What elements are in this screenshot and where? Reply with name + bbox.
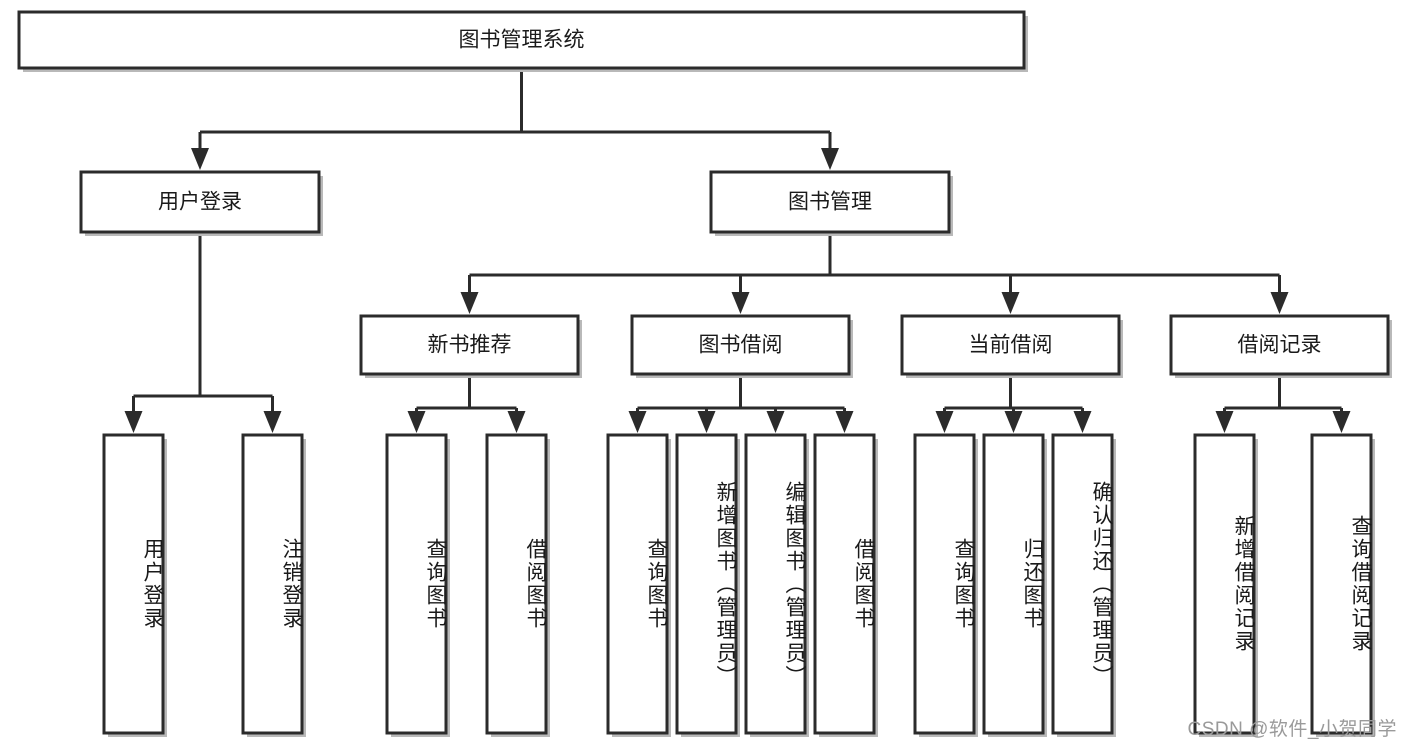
node-root[interactable]	[17, 10, 1026, 70]
book-manage-to-level2-arrow-3	[1270, 292, 1289, 314]
node-leaf-query-record[interactable]	[1310, 433, 1373, 735]
node-borrow-record-label: 借阅记录	[1238, 334, 1322, 357]
node-leaf-query-book-1[interactable]	[385, 433, 448, 735]
node-user-login-label: 用户登录	[158, 191, 242, 214]
book-borrow-to-leaves-arrow-0	[628, 411, 647, 433]
node-current-borrow[interactable]	[900, 314, 1121, 376]
current-borrow-to-leaves-arrow-1	[1004, 411, 1023, 433]
node-leaf-add-book[interactable]	[675, 433, 738, 735]
current-borrow-to-leaves-arrow-0	[935, 411, 954, 433]
user-login-to-leaves-arrow-1	[263, 411, 282, 433]
borrow-record-to-leaves-arrow-0	[1215, 411, 1234, 433]
node-leaf-user-logout[interactable]	[241, 433, 304, 735]
node-book-borrow-label: 图书借阅	[699, 334, 783, 357]
node-leaf-add-record[interactable]	[1193, 433, 1256, 735]
watermark-text: CSDN @软件_小贺同学	[1187, 719, 1397, 740]
node-current-borrow-label: 当前借阅	[969, 334, 1053, 357]
book-manage-to-level2-arrow-2	[1001, 292, 1020, 314]
book-borrow-to-leaves-arrow-2	[766, 411, 785, 433]
connector-layer	[124, 68, 1351, 433]
book-manage-to-level2-arrow-0	[460, 292, 479, 314]
current-borrow-to-leaves-arrow-2	[1073, 411, 1092, 433]
root-to-level1-arrow-1	[821, 148, 839, 170]
user-login-to-leaves-arrow-0	[124, 411, 143, 433]
new-book-recommend-to-leaves-arrow-0	[407, 411, 426, 433]
node-leaf-borrow-book-2[interactable]	[813, 433, 876, 735]
node-borrow-record[interactable]	[1169, 314, 1390, 376]
node-leaf-confirm-return[interactable]	[1051, 433, 1114, 735]
book-manage-to-level2-arrow-1	[731, 292, 750, 314]
node-book-borrow[interactable]	[630, 314, 851, 376]
node-leaf-return-book[interactable]	[982, 433, 1045, 735]
root-to-level1-arrow-0	[191, 148, 209, 170]
new-book-recommend-to-leaves-arrow-1	[507, 411, 526, 433]
node-new-book-recommend[interactable]	[359, 314, 580, 376]
node-leaf-query-book-2[interactable]	[606, 433, 669, 735]
node-root-label: 图书管理系统	[459, 29, 585, 52]
node-new-book-recommend-label: 新书推荐	[428, 334, 512, 357]
node-user-login[interactable]	[79, 170, 321, 234]
node-leaf-borrow-book-1[interactable]	[485, 433, 548, 735]
borrow-record-to-leaves-arrow-1	[1332, 411, 1351, 433]
node-book-manage-label: 图书管理	[788, 191, 872, 214]
node-box-layer	[17, 10, 1392, 737]
node-leaf-edit-book[interactable]	[744, 433, 807, 735]
book-borrow-to-leaves-arrow-1	[697, 411, 716, 433]
book-borrow-to-leaves-arrow-3	[835, 411, 854, 433]
node-book-manage[interactable]	[709, 170, 951, 234]
node-leaf-query-book-3[interactable]	[913, 433, 976, 735]
node-leaf-user-login[interactable]	[102, 433, 165, 735]
